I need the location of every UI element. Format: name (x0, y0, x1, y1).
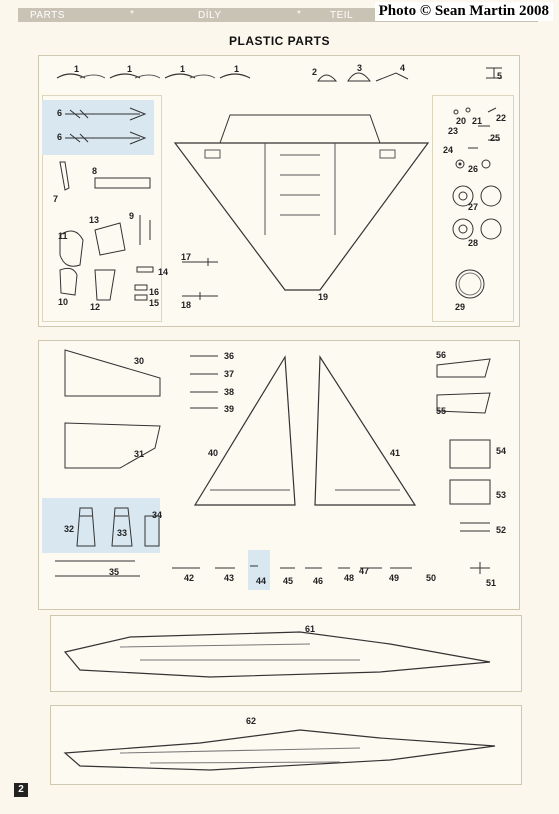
part-number: 37 (224, 369, 235, 379)
part-number: 52 (496, 525, 507, 535)
part-number: 11 (58, 231, 68, 241)
part-number: 10 (58, 297, 69, 307)
header-star: * (130, 9, 134, 20)
part-number: 17 (181, 252, 192, 262)
canopy-strip-parts (56, 73, 251, 79)
sprue-bay (432, 95, 514, 322)
part-number: 18 (181, 300, 192, 310)
part-number: 13 (89, 215, 100, 225)
header-dily-label: DÍLY (198, 10, 222, 21)
part-number: 35 (109, 567, 120, 577)
part-number: 47 (359, 566, 370, 576)
header-star: * (297, 9, 301, 20)
highlight-box (42, 100, 154, 155)
part-number: 55 (436, 406, 447, 416)
part-number: 33 (117, 528, 128, 538)
part-number: 51 (486, 578, 497, 588)
part-number: 36 (224, 351, 235, 361)
part-number: 61 (305, 624, 316, 634)
part-7-8-shapes (59, 161, 151, 191)
part-number: 25 (490, 133, 501, 143)
photo-credit: Photo © Sean Martin 2008 (374, 2, 553, 21)
delta-wing-parts (193, 355, 417, 506)
part-number: 6 (57, 108, 63, 118)
part-number: 39 (224, 404, 235, 414)
header-parts-label: PARTS (30, 10, 65, 21)
part-number: 42 (184, 573, 195, 583)
part-number: 21 (472, 116, 483, 126)
wheel-parts (452, 107, 502, 299)
part-number: 62 (246, 716, 257, 726)
part-number: 6 (57, 132, 63, 142)
part-number: 24 (443, 145, 454, 155)
part-number: 1 (234, 64, 240, 74)
cockpit-parts (59, 215, 154, 301)
part-number: 53 (496, 490, 507, 500)
part-number: 8 (92, 166, 98, 176)
part-number: 31 (134, 449, 145, 459)
highlight-box (248, 550, 270, 590)
part-number: 15 (149, 298, 160, 308)
part-number: 26 (468, 164, 479, 174)
seat-frame-parts (55, 507, 160, 577)
part-number: 32 (64, 524, 75, 534)
part-number: 23 (448, 126, 459, 136)
part-number: 50 (426, 573, 437, 583)
part-number: 40 (208, 448, 219, 458)
part-number: 54 (496, 446, 507, 456)
part-number: 4 (400, 63, 406, 73)
intake-parts (436, 358, 491, 532)
part-number: 16 (149, 287, 160, 297)
small-bits-row (172, 562, 490, 574)
sprue-frame-2 (38, 340, 520, 610)
part-number: 34 (152, 510, 163, 520)
part-number: 1 (74, 64, 80, 74)
part-number: 12 (90, 302, 101, 312)
part-number: 9 (129, 211, 135, 221)
part-5-shape (486, 67, 502, 79)
part-number: 29 (455, 302, 466, 312)
fuselage-half-right (63, 729, 496, 771)
part-number: 14 (158, 267, 169, 277)
part-number: 22 (496, 113, 507, 123)
part-number: 48 (344, 573, 355, 583)
part-number: 49 (389, 573, 400, 583)
part-number: 44 (256, 576, 267, 586)
header-teile-label: TEIL (330, 10, 354, 21)
page-number: 2 (14, 783, 28, 797)
part-number: 45 (283, 576, 294, 586)
part-number: 20 (456, 116, 467, 126)
part-number: 3 (357, 63, 363, 73)
part-number: 1 (180, 64, 186, 74)
sprue-frame-4 (50, 705, 522, 785)
part-number: 19 (318, 292, 329, 302)
lower-fuselage-part (173, 114, 430, 291)
fin-parts (64, 349, 161, 469)
part-number: 30 (134, 356, 145, 366)
part-number: 28 (468, 238, 479, 248)
fuselage-half-left (63, 631, 491, 678)
part-number: 7 (53, 194, 59, 204)
part-number: 46 (313, 576, 324, 586)
part-number: 2 (312, 67, 318, 77)
missile-parts (65, 107, 147, 145)
part-number: 38 (224, 387, 235, 397)
sprue-bay (42, 95, 162, 322)
part-number: 41 (390, 448, 401, 458)
seat-parts (317, 72, 409, 82)
part-number: 43 (224, 573, 235, 583)
small-strip-parts (190, 355, 218, 409)
part-number: 1 (127, 64, 133, 74)
part-number: 27 (468, 202, 479, 212)
highlight-box (42, 498, 160, 553)
page-title: PLASTIC PARTS (229, 34, 330, 48)
part-number: 5 (497, 71, 503, 81)
probe-parts (182, 258, 218, 300)
part-number: 56 (436, 350, 447, 360)
